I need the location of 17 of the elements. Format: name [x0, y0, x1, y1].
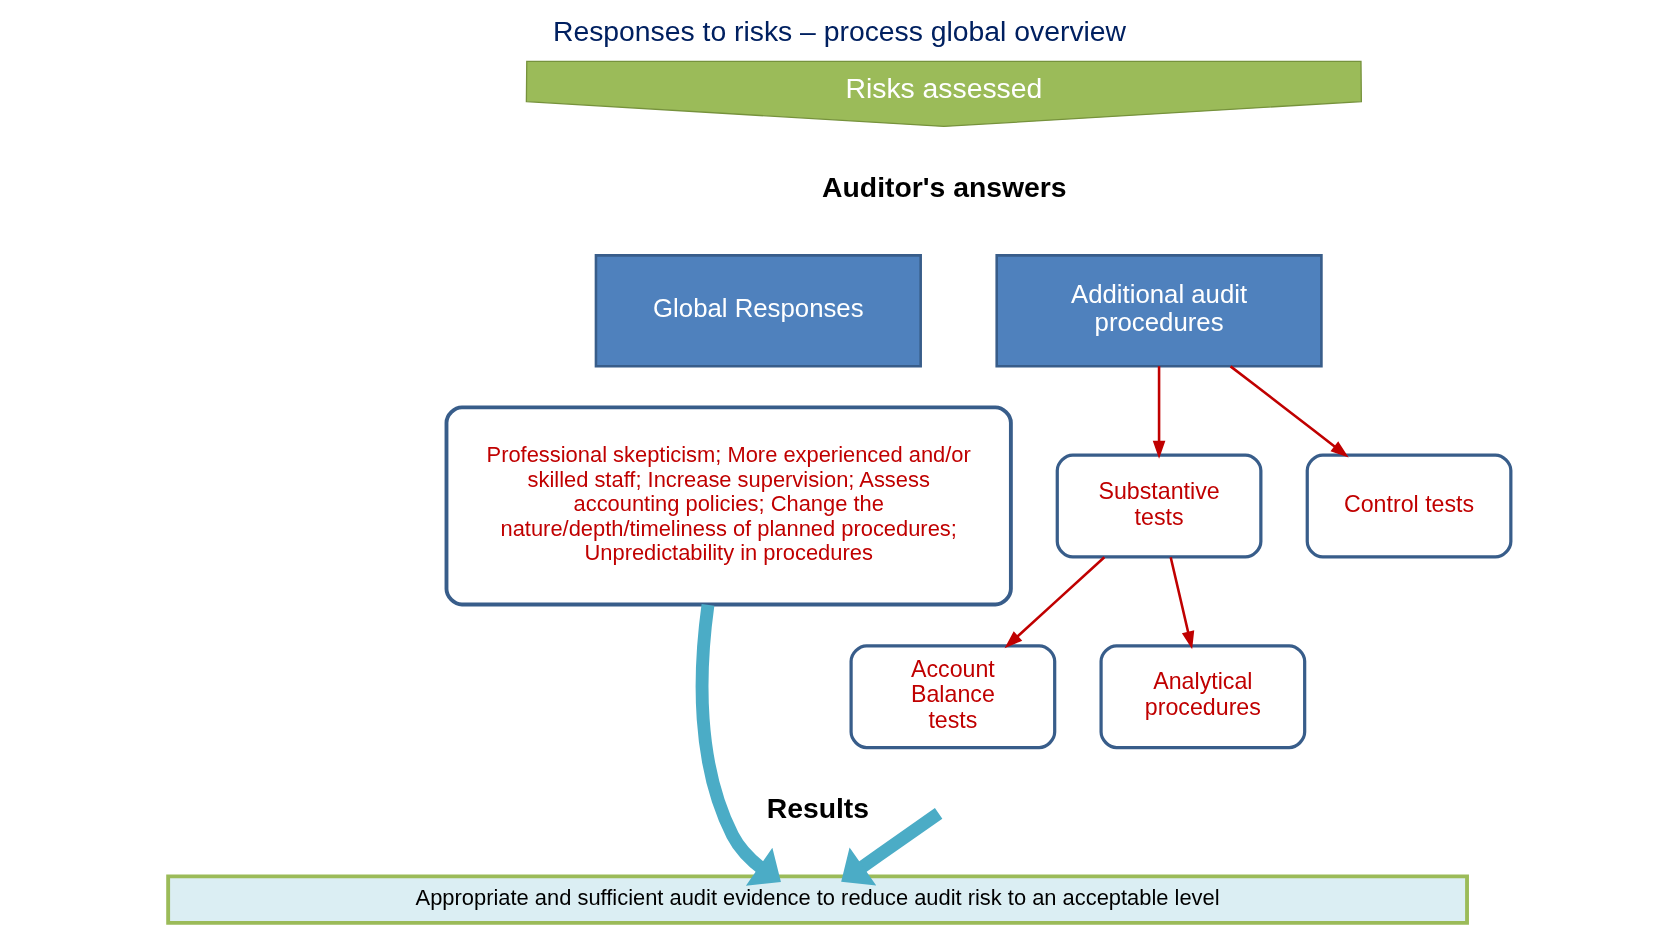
node-box: Appropriate and sufficient audit evidence to reduce audit risk to an acceptable level [165, 874, 1469, 925]
arrow [1152, 366, 1165, 459]
arrow [840, 808, 942, 886]
node-box: Control tests [1305, 453, 1512, 559]
diagram-title: Responses to risks – process global overview [552, 15, 1126, 48]
arrow [1229, 365, 1349, 458]
node-box: Account Balance tests [849, 644, 1056, 750]
node-box: Additional audit procedures [994, 254, 1323, 368]
arrow [695, 604, 781, 886]
arrow [1168, 556, 1194, 650]
node-box: Substantive tests [1055, 453, 1262, 559]
label: Auditor's answers [821, 170, 1067, 203]
arrow [1004, 556, 1105, 649]
node-box: Global Responses [594, 254, 922, 368]
node-box: Analytical procedures [1098, 644, 1306, 750]
label: Results [766, 791, 869, 824]
node-box: Professional skepticism; More experienced and/or skilled staff; Increase supervision; Assess accounting policies; Change the nature/depth/timeliness of planned procedures; Unpredictability in procedures [444, 405, 1013, 607]
